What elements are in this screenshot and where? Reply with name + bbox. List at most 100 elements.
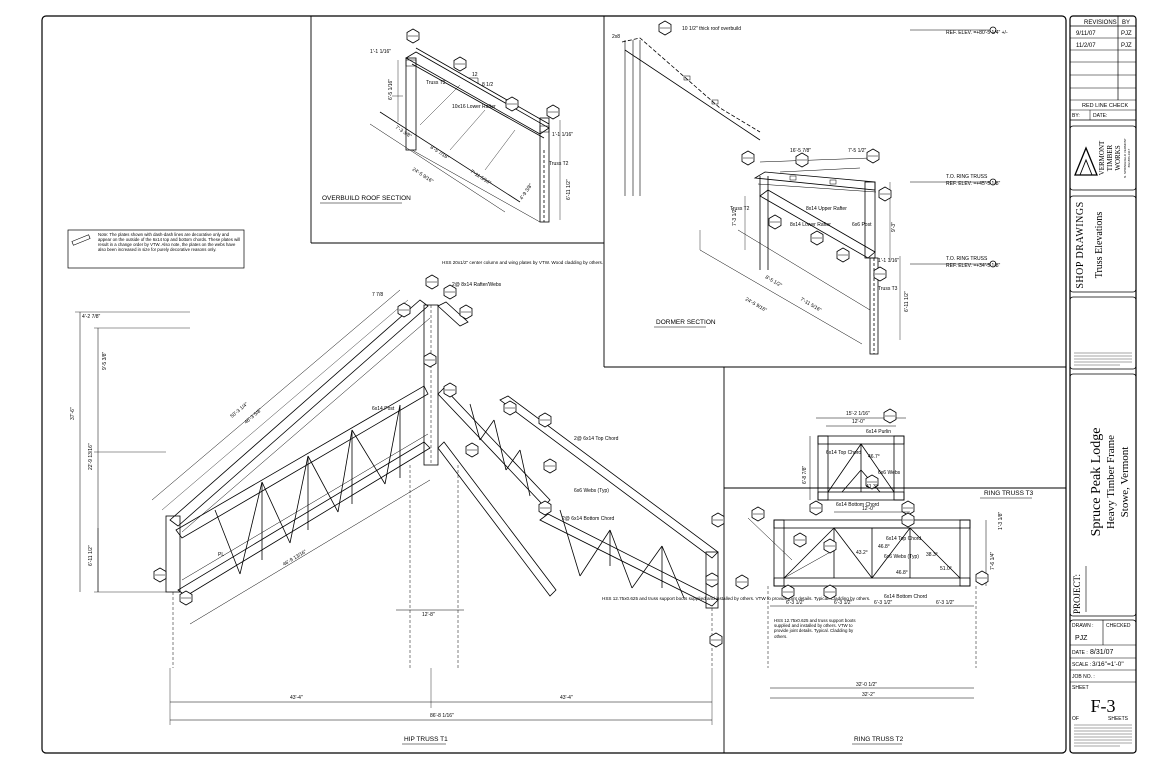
lower-rafter-label: 10x16 Lower Rafter xyxy=(452,104,496,110)
hip-dim-low-height: 6'-11 1/2" xyxy=(88,545,94,566)
t3-angle: 46.7° xyxy=(868,454,880,460)
logo-phone: 802-886-1917 xyxy=(1127,148,1131,167)
t2-dim-panel: 6'-3 1/2" xyxy=(834,600,853,606)
t2-dim-panel: 6'-3 1/2" xyxy=(786,600,805,606)
drawn-checked-block: DRAWN : CHECKED PJZ DATE : 8/31/07 SCALE… xyxy=(1069,619,1137,754)
hip-dim-upper-gap: 9'-5 3/8" xyxy=(102,351,108,370)
overbuild-roof-section xyxy=(369,28,561,223)
upper-rafter-label: 8x14 Upper Rafter xyxy=(806,206,847,212)
overbuild-roof-labels: 1'-1 1/16" 6'-5 1/16" 7'-3 3/8" 8'-5 7/1… xyxy=(322,49,573,202)
dormer-dim: 7'-5 1/2" xyxy=(848,148,867,154)
bottom-chord-label: 2@ 6x14 Bottom Chord xyxy=(562,516,615,522)
truss-t2-label: Truss T2 xyxy=(549,161,569,167)
gable-label: 2x8 xyxy=(612,34,620,40)
hip-pitch: 7 7/8 xyxy=(372,292,383,298)
overbuild-dim: 8'-5 7/16" xyxy=(429,145,450,162)
dormer-dim: 8'-5 1/2" xyxy=(764,275,783,289)
revisions-table: REVISIONS BY 9/11/07 PJZ 11/2/07 PJZ RED… xyxy=(1070,16,1136,121)
view-title-ring-t2: RING TRUSS T2 xyxy=(854,736,904,743)
hip-dim-top-gap: 4'-2 7/8" xyxy=(82,314,101,320)
dormer-dim: 24'-5 9/16" xyxy=(744,297,768,314)
hss-hip-note-text: HSS 12.75x0.625 and truss support boots … xyxy=(602,596,870,601)
t3-webs-label: 6x6 Webs xyxy=(878,470,901,476)
hip-dim-center: 12'-8" xyxy=(422,612,435,618)
ring-truss-t2 xyxy=(735,506,989,699)
overbuild-dim: 1'-1 1/16" xyxy=(552,132,573,138)
view-title-hip: HIP TRUSS T1 xyxy=(404,736,448,743)
project-label: PROJECT: xyxy=(1072,574,1082,614)
hip-truss-t1 xyxy=(75,274,725,725)
date-value: 8/31/07 xyxy=(1090,649,1113,656)
t2-webs-label: 6x6 Webs (Typ) xyxy=(884,554,919,560)
tos-ring-truss: T.O. RING TRUSS xyxy=(946,256,988,262)
dormer-dim: 6'-11 1/2" xyxy=(904,291,910,312)
sheet-number: F-3 xyxy=(1090,696,1115,716)
revision-by: PJZ xyxy=(1121,31,1132,37)
t2-dim-h1: 7'-6 1/4" xyxy=(990,551,996,570)
title-block: REVISIONS BY 9/11/07 PJZ 11/2/07 PJZ RED… xyxy=(1069,15,1137,754)
dormer-labels: 10 1/2" thick roof overbuild 2x8 REF. EL… xyxy=(612,26,1008,326)
top-chord-label: 2@ 6x14 Top Chord xyxy=(574,436,619,442)
t2-dim-total: 32'-0 1/2" xyxy=(856,682,877,688)
t2-dim-top: 12'-0" xyxy=(862,506,875,512)
elevation-marker-icon xyxy=(989,178,997,186)
project-type: Heavy Timber Frame xyxy=(1105,435,1117,529)
hss-center-note: HSS 20x1/2" center column and wing plate… xyxy=(442,260,603,265)
dormer-dim: 7'-3 1/2" xyxy=(732,207,738,226)
logo-line-works: WORKS xyxy=(1114,145,1122,170)
sheet-title-panel: SHOP DRAWINGS Truss Elevations xyxy=(1069,195,1137,293)
hss-ring-note: HSS 12.75x0.625 and truss support boots … xyxy=(774,618,856,639)
t2-bottom-chord-label: 6x14 Bottom Chord xyxy=(884,594,927,600)
ring-truss-t2-labels: 12'-0" 7'-6 1/4" 1'-3 1/8" 6x14 Top Chor… xyxy=(774,506,1004,743)
revisions-by-header: BY xyxy=(1122,20,1130,26)
elevation-marker-icon xyxy=(989,26,997,34)
ring-truss-t3-labels: 15'-2 1/16" 12'-0" 6'-8 7/8" 6x14 Purlin… xyxy=(802,411,1034,508)
logo-house-icon xyxy=(1074,146,1098,176)
roof-overbuild-note: 10 1/2" thick roof overbuild xyxy=(682,26,741,32)
red-line-date-label: DATE: xyxy=(1093,113,1107,119)
t3-bottom-chord-label: 6x14 Bottom Chord xyxy=(836,502,879,508)
hip-dim-mid-height: 22'-9 13/16" xyxy=(88,443,94,470)
drawn-by-value: PJZ xyxy=(1075,635,1088,642)
red-line-check: RED LINE CHECK xyxy=(1082,103,1128,109)
dormer-dim: 1'-1 1/16" xyxy=(878,258,899,264)
tos-ring-truss: T.O. RING TRUSS xyxy=(946,174,988,180)
project-panel: PROJECT: Spruce Peak Lodge Heavy Timber … xyxy=(1069,373,1137,617)
drawn-label: DRAWN : xyxy=(1072,623,1093,629)
truss-t3-label: Truss T3 xyxy=(878,286,898,292)
scale-label: SCALE : xyxy=(1072,662,1091,668)
ref-elevation: REF. ELEV. =+80'-5 1/4" +/- xyxy=(946,30,1008,36)
rafter-webs-label: 2@ 8x14 Rafter/Webs xyxy=(452,282,502,288)
ref-elevation: REF. ELEV. =+45'-5 1/8" xyxy=(946,181,1000,187)
t3-dim-top: 12'-0" xyxy=(852,419,865,425)
view-title-dormer: DORMER SECTION xyxy=(656,319,716,326)
overbuild-dim: 4'-9 3/8" xyxy=(519,183,535,202)
post-label: 6x6 Post xyxy=(852,222,872,228)
dormer-dim: 16'-5 7/8" xyxy=(790,148,811,154)
truss-t3-label: Truss T3 xyxy=(426,80,446,86)
plate-note-text: Note: The plates shown with dash-dash li… xyxy=(98,232,241,253)
t2-dim-total2: 32'-2" xyxy=(862,692,875,698)
company-logo: VERMONT TIMBER WORKS N. SPRINGFIELD VERM… xyxy=(1069,125,1137,191)
job-number-label: JOB NO. : xyxy=(1072,674,1095,680)
revision-date: 9/11/07 xyxy=(1076,31,1096,37)
revisions-header: REVISIONS xyxy=(1084,20,1117,26)
hip-dim-total-height: 37'-6" xyxy=(70,407,76,420)
lower-rafter-label: 8x14 Lower Rafter xyxy=(790,222,831,228)
project-location: Stowe, Vermont xyxy=(1119,447,1131,518)
t3-dim-height: 6'-8 7/8" xyxy=(802,465,808,484)
t3-top-chord-label: 6x14 Top Chord xyxy=(826,450,861,456)
logo-address: N. SPRINGFIELD VERMONT xyxy=(1123,138,1127,178)
overbuild-dim: 1'-1 1/16" xyxy=(370,49,391,55)
pitch-label: 8 1/2 xyxy=(482,82,493,88)
scale-value: 3/16"=1'-0" xyxy=(1092,661,1124,668)
revision-by: PJZ xyxy=(1121,43,1132,49)
hip-truss-labels: HSS 20x1/2" center column and wing plate… xyxy=(70,260,870,743)
t2-dim-panel: 6'-3 1/2" xyxy=(874,600,893,606)
t2-angle: 38.3° xyxy=(926,552,938,558)
purlin-label: 6x14 Purlin xyxy=(866,429,891,435)
overbuild-dim: 6'-11 1/2" xyxy=(566,179,572,200)
dormer-dim: 9'-3" xyxy=(891,222,897,232)
t2-angle: 46.8° xyxy=(878,544,890,550)
